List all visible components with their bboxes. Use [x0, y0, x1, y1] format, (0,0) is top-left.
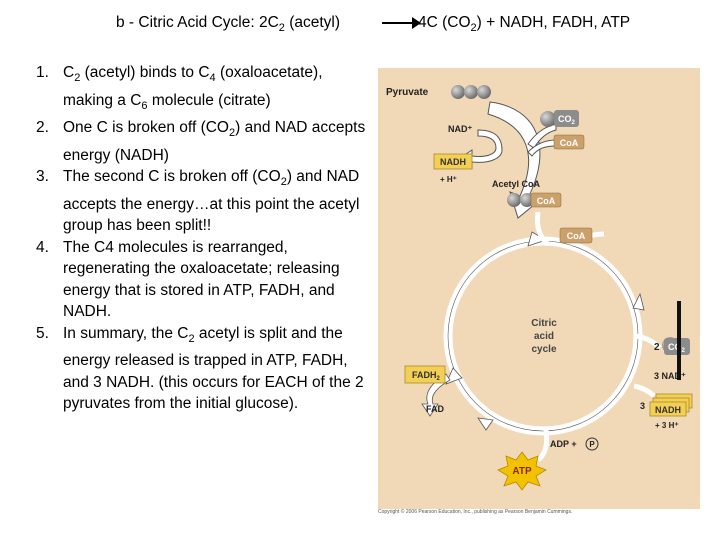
- three-h-plus-label: + 3 H⁺: [655, 421, 679, 430]
- title-right-prefix: 4C (CO: [418, 14, 471, 31]
- cycle-arrowhead-bottom: [477, 417, 494, 431]
- step-text: molecule (citrate): [147, 91, 271, 109]
- step-item: 1. C2 (acetyl) binds to C4 (oxaloacetate)…: [36, 62, 372, 117]
- cycle-diagram-svg: Pyruvate NAD⁺ CO2 CoA NADH + H⁺ Acetyl C…: [386, 85, 693, 491]
- reaction-arrow-head: [412, 17, 421, 29]
- step-text: (oxaloacetate), making a C: [63, 64, 323, 109]
- co2-release-arrow: [527, 123, 557, 149]
- fad-to-fadh2-arrow: [421, 373, 451, 417]
- step-text: acetyl is split and the energy released …: [63, 324, 364, 413]
- acetyl-entry-arrow: [535, 211, 550, 246]
- step-subscript: 2: [280, 176, 287, 189]
- reaction-arrow-line: [382, 22, 416, 24]
- step-number: 1.: [36, 64, 49, 81]
- citric-acid-cycle-figure: Pyruvate NAD⁺ CO2 CoA NADH + H⁺ Acetyl C…: [378, 68, 700, 509]
- svg-text:CoA: CoA: [537, 196, 556, 206]
- step-number: 3.: [36, 168, 49, 186]
- step-number: 2.: [36, 119, 49, 137]
- step-number: 5.: [36, 324, 49, 342]
- svg-text:CO2: CO2: [668, 342, 686, 354]
- cycle-label-1: Citric: [531, 318, 557, 329]
- three-nad-label: 3 NAD⁺: [654, 371, 686, 381]
- nadh-badge-top: NADH: [433, 153, 473, 170]
- svg-text:CoA: CoA: [567, 231, 586, 241]
- title-right-suffix: ) + NADH, FADH, ATP: [476, 14, 631, 31]
- step-subscript: 2: [74, 72, 81, 85]
- svg-text:NADH: NADH: [655, 405, 681, 415]
- fadh2-badge: FADH2: [404, 365, 446, 384]
- co2-badge-cycle: CO2: [662, 337, 690, 355]
- svg-text:CO2: CO2: [558, 114, 576, 126]
- copyright-credit: Copyright © 2006 Pearson Education, Inc.…: [378, 509, 573, 515]
- pyruvate-label: Pyruvate: [386, 87, 429, 98]
- co2-badge-top: CO2: [540, 110, 579, 127]
- title-right: 4C (CO2) + NADH, FADH, ATP: [418, 14, 630, 34]
- svg-text:CoA: CoA: [560, 138, 579, 148]
- step-text: The C4 molecules is rearranged, regenera…: [63, 238, 340, 321]
- title-right-sub: 2: [470, 22, 477, 35]
- step-item: 5. In summary, the C2 acetyl is split and…: [36, 323, 372, 415]
- title-left-sub: 2: [278, 22, 285, 35]
- atp-star-icon: ATP: [497, 451, 547, 491]
- title-left-prefix: b - Citric Acid Cycle: 2C: [116, 14, 279, 31]
- h-plus-label: + H⁺: [440, 175, 457, 184]
- step-item: 4. The C4 molecules is rearranged, regene…: [36, 237, 372, 323]
- atp-production-arrow: [536, 429, 550, 462]
- pyruvate-molecule-icon: [451, 85, 491, 99]
- nad-cycle-arrow: [633, 383, 656, 398]
- step-subscript: 4: [209, 72, 216, 85]
- step-subscript: 6: [141, 99, 148, 112]
- step-text: C: [63, 64, 75, 81]
- step-number: 4.: [36, 238, 49, 256]
- title-left: b - Citric Acid Cycle: 2C2 (acetyl): [116, 14, 340, 34]
- title-left-suffix: (acetyl): [284, 14, 341, 31]
- co2-release-cycle-arrow: [635, 333, 662, 350]
- cycle-label-3: cycle: [531, 344, 556, 355]
- svg-text:ATP: ATP: [512, 466, 532, 477]
- svg-text:P: P: [589, 440, 595, 449]
- step-text: In summary, the C: [63, 324, 189, 342]
- step-item: 2. One C is broken off (CO2) and NAD acce…: [36, 117, 372, 166]
- fad-label: FAD: [426, 404, 445, 414]
- pyruvate-to-acetyl-arrow: [487, 101, 542, 219]
- step-text: One C is broken off (CO: [63, 119, 229, 137]
- divider-line: [677, 301, 681, 380]
- phosphate-icon: P: [585, 437, 599, 451]
- cycle-label-2: acid: [534, 331, 554, 342]
- step-text: ) and NAD accepts energy (NADH): [63, 119, 366, 164]
- step-text: (acetyl) binds to C: [80, 64, 210, 81]
- acetyl-coa-molecule-icon: CoA: [507, 192, 562, 208]
- steps-list: 1.C2 (acetyl) binds to C4 (oxaloacetate)…: [36, 62, 372, 415]
- step-text: The second C is broken off (CO: [63, 168, 281, 186]
- step-subscript: 2: [188, 332, 195, 345]
- two-label: 2: [654, 342, 660, 353]
- nadh-stack-icon: NADH: [649, 393, 693, 417]
- adp-label: ADP +: [550, 439, 577, 449]
- step-item: 3. The second C is broken off (CO2) and N…: [36, 166, 372, 237]
- coa-badge-top: CoA: [553, 134, 585, 150]
- acetyl-coa-label: Acetyl CoA: [492, 179, 541, 189]
- cycle-arrowhead-right: [632, 292, 645, 311]
- step-subscript: 2: [228, 127, 236, 140]
- three-label: 3: [640, 401, 645, 411]
- svg-text:NADH: NADH: [440, 157, 466, 167]
- step-text: ) and NAD accepts the energy…at this poi…: [63, 168, 360, 235]
- nad-plus-label: NAD⁺: [448, 124, 472, 134]
- coa-arrow: [527, 139, 557, 157]
- coa-badge-cycle: CoA: [559, 227, 593, 244]
- svg-text:FADH2: FADH2: [412, 370, 441, 382]
